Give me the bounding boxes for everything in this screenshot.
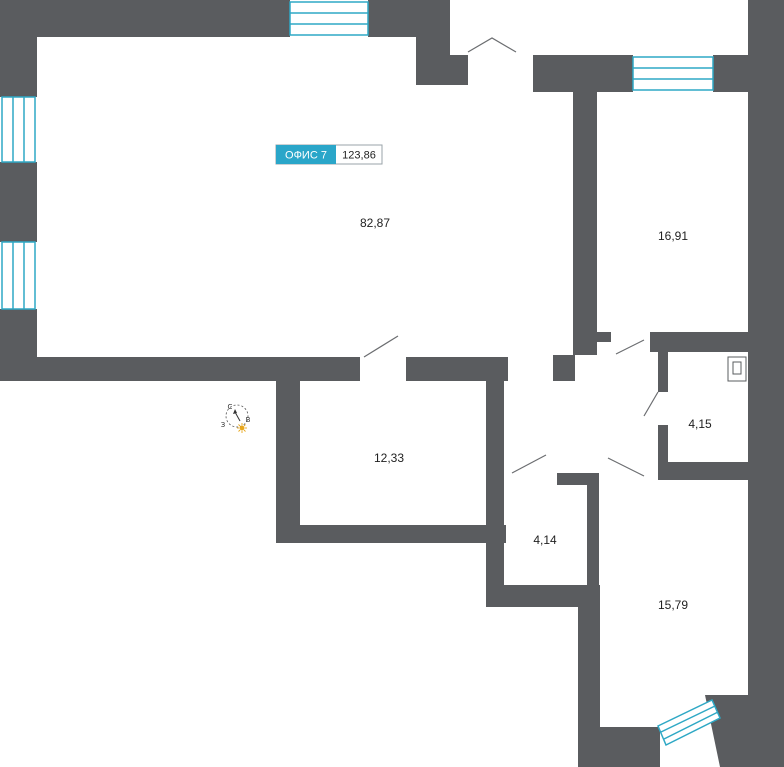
wall-bathroom-left-upper	[658, 332, 668, 392]
wall-hall-bottom-left	[0, 357, 360, 381]
wall-storage-right	[587, 473, 599, 607]
wall-storage-bottom	[486, 585, 598, 607]
wall-partition-bottom	[553, 355, 575, 381]
window-right-office	[632, 56, 714, 91]
room-labels: 82,87 16,91 4,15 12,33 4,14 15,79	[360, 216, 712, 612]
wall-far-right	[748, 55, 784, 695]
wall-bathroom-left-lower	[658, 425, 668, 477]
window-lower-office	[657, 698, 721, 747]
sink-icon	[727, 356, 747, 382]
compass-east: В	[246, 416, 251, 424]
compass-icon: С В З	[221, 403, 251, 433]
wall-bottom-right-corner	[705, 695, 784, 767]
room-area-main-hall: 82,87	[360, 216, 390, 230]
wall-top-left	[0, 0, 290, 37]
window-left-upper	[1, 96, 36, 163]
room-area-right-office: 16,91	[658, 229, 688, 243]
door-right-office-icon	[615, 339, 645, 355]
wall-lower-left	[578, 585, 600, 767]
room-area-middle-office: 12,33	[374, 451, 404, 465]
window-top-hall	[289, 1, 369, 36]
badge-total-area: 123,86	[342, 150, 376, 162]
office-badge: ОФИС 7 123,86	[275, 144, 383, 165]
wall-middle-right	[486, 357, 504, 607]
doors	[363, 37, 659, 477]
wall-left-top	[0, 0, 37, 97]
wall-bathroom-bottom	[658, 462, 784, 480]
compass-west: З	[221, 421, 226, 429]
room-area-small-storage: 4,14	[533, 533, 557, 547]
wall-bottom-left-corner	[578, 727, 660, 767]
door-hall-icon	[363, 335, 399, 358]
wall-middle-bottom	[276, 525, 506, 543]
sun-icon	[237, 423, 247, 433]
wall-left-mid	[0, 162, 37, 242]
badge-name: ОФИС 7	[285, 150, 327, 162]
compass-north: С	[228, 403, 233, 411]
badge-name-box	[276, 145, 336, 164]
door-storage-icon	[511, 454, 547, 474]
wall-right-office-bottom	[650, 332, 784, 352]
entrance-door-icon	[467, 37, 517, 53]
wall-middle-left	[276, 357, 300, 541]
room-area-bathroom: 4,15	[688, 417, 712, 431]
door-lower-office-icon	[607, 457, 645, 477]
wall-partition-stub	[597, 332, 611, 342]
wall-notch-horizontal	[416, 55, 468, 85]
wall-partition-vertical	[573, 55, 597, 355]
room-area-lower-office: 15,79	[658, 598, 688, 612]
windows	[1, 1, 721, 747]
window-left-lower	[1, 241, 36, 310]
door-bathroom-icon	[643, 391, 659, 417]
